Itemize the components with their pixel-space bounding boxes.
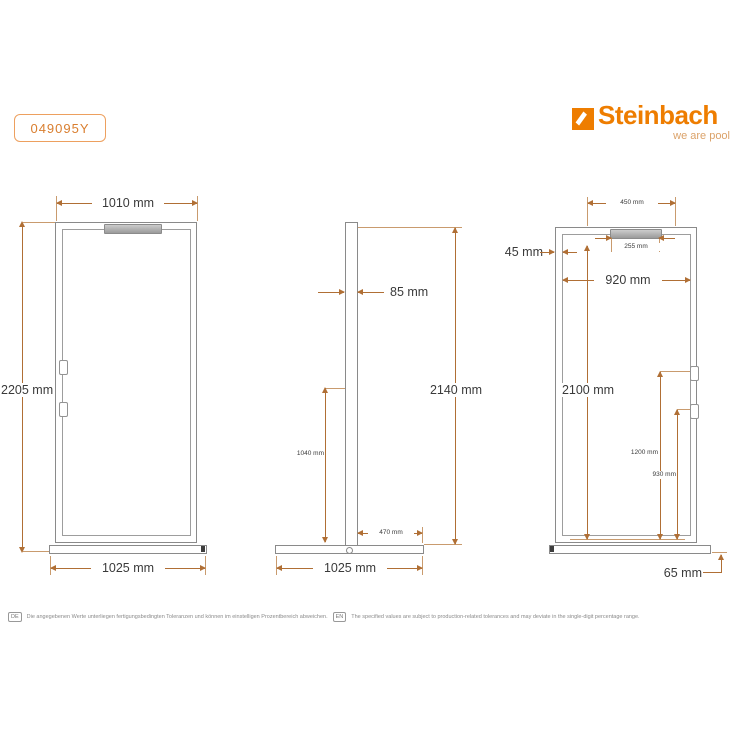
arrow-down xyxy=(584,534,590,540)
dim-rear-lower-hinge-line xyxy=(674,409,680,540)
ext-line xyxy=(677,409,690,410)
arrow-right xyxy=(549,249,555,255)
dim-rear-top-offset: 450 mm xyxy=(606,199,658,207)
front-baseplate xyxy=(49,545,207,554)
footnote-de-badge: DE xyxy=(8,612,22,622)
footnote-de-text: Die angegebenen Werte unterliegen fertig… xyxy=(26,614,328,620)
front-hinge-lower xyxy=(59,402,68,417)
brand-tagline: we are pool xyxy=(673,130,730,142)
ext-line xyxy=(197,196,198,221)
arrow-right xyxy=(200,565,206,571)
arrow-up xyxy=(718,554,724,560)
rear-nameplate xyxy=(610,229,662,239)
rear-hinge-lower xyxy=(690,404,699,419)
arrow-up xyxy=(584,245,590,251)
rear-baseplate-endcap xyxy=(550,546,554,552)
arrow-down xyxy=(19,547,25,553)
dim-rear-inner-width: 920 mm xyxy=(594,273,662,287)
dim-rear-profile-right xyxy=(562,249,577,255)
arrow-left xyxy=(357,530,363,536)
arrow-left xyxy=(56,200,62,206)
dim-rear-plate-right xyxy=(658,235,675,241)
arrow-right xyxy=(685,277,691,283)
dim-rear-plate-width: 255 mm xyxy=(612,243,660,251)
arrow-up xyxy=(322,387,328,393)
dim-side-mid-height: 1040 mm xyxy=(292,450,325,458)
dim-side-base-offset: 470 mm xyxy=(368,529,414,537)
arrow-left xyxy=(50,565,56,571)
arrow-right xyxy=(417,530,423,536)
arrow-left xyxy=(562,277,568,283)
arrow-down xyxy=(674,534,680,540)
dim-rear-base-height: 65 mm xyxy=(655,566,703,580)
side-profile xyxy=(345,222,358,546)
dim-rear-profile-left xyxy=(540,249,555,255)
dim-rear-inner-height: 2100 mm xyxy=(556,383,620,397)
arrow-left xyxy=(357,289,363,295)
ext-line xyxy=(22,551,50,552)
arrow-up xyxy=(19,221,25,227)
dim-side-depth-right xyxy=(357,289,384,295)
ext-line xyxy=(712,552,727,553)
rear-hinge-upper xyxy=(690,366,699,381)
front-door-frame xyxy=(55,222,197,543)
front-door-leaf xyxy=(62,229,191,536)
dim-front-top-width: 1010 mm xyxy=(92,196,164,210)
arrow-down xyxy=(657,534,663,540)
footnote: DE Die angegebenen Werte unterliegen fer… xyxy=(8,612,732,622)
brand-logo: Steinbach we are pool xyxy=(572,100,732,150)
dim-side-mid-height-line xyxy=(322,387,328,543)
product-code: 049095Y xyxy=(30,120,90,136)
dim-side-height: 2140 mm xyxy=(424,383,488,397)
dim-rear-base-height-line xyxy=(718,554,724,573)
dim-rear-base-height-hook xyxy=(703,572,721,573)
ext-line xyxy=(611,238,612,252)
arrow-down xyxy=(322,537,328,543)
dim-rear-plate-left xyxy=(595,235,612,241)
arrow-up xyxy=(657,371,663,377)
ext-line xyxy=(326,388,345,389)
centerline-mark xyxy=(346,547,353,554)
front-nameplate xyxy=(104,224,162,234)
arrow-right xyxy=(339,289,345,295)
arrow-right xyxy=(670,200,676,206)
arrow-down xyxy=(452,539,458,545)
arrow-right xyxy=(417,565,423,571)
dim-rear-lower-hinge: 930 mm xyxy=(647,471,677,479)
arrow-left xyxy=(562,249,568,255)
ext-line xyxy=(675,197,676,226)
arrow-left xyxy=(587,200,593,206)
arrow-right xyxy=(606,235,612,241)
dim-front-height: 2205 mm xyxy=(0,383,54,397)
arrow-right xyxy=(192,200,198,206)
front-baseplate-endcap xyxy=(201,546,205,552)
rear-baseplate xyxy=(549,545,711,554)
front-hinge-upper xyxy=(59,360,68,375)
steinbach-logo-icon xyxy=(572,108,594,130)
arrow-left xyxy=(276,565,282,571)
ext-line xyxy=(358,227,462,228)
ext-line xyxy=(570,539,685,540)
dim-rear-upper-hinge: 1200 mm xyxy=(624,449,659,457)
brand-name: Steinbach xyxy=(598,100,718,130)
footnote-en-text: The specified values are subject to prod… xyxy=(351,614,640,620)
dim-front-base-width: 1025 mm xyxy=(91,561,165,575)
arrow-up xyxy=(674,409,680,415)
dim-rear-upper-hinge-line xyxy=(657,371,663,540)
dim-side-depth-left xyxy=(318,289,345,295)
dim-rear-profile-width: 45 mm xyxy=(498,245,544,259)
product-code-badge: 049095Y xyxy=(14,114,106,142)
ext-line xyxy=(22,222,55,223)
ext-line xyxy=(660,371,690,372)
dim-side-depth: 85 mm xyxy=(389,285,430,299)
arrow-left xyxy=(658,235,664,241)
ext-line xyxy=(56,196,57,221)
ext-line xyxy=(587,197,588,226)
ext-line xyxy=(424,544,462,545)
footnote-en-badge: EN xyxy=(332,612,347,622)
dim-side-base-width: 1025 mm xyxy=(313,561,387,575)
arrow-up xyxy=(452,227,458,233)
